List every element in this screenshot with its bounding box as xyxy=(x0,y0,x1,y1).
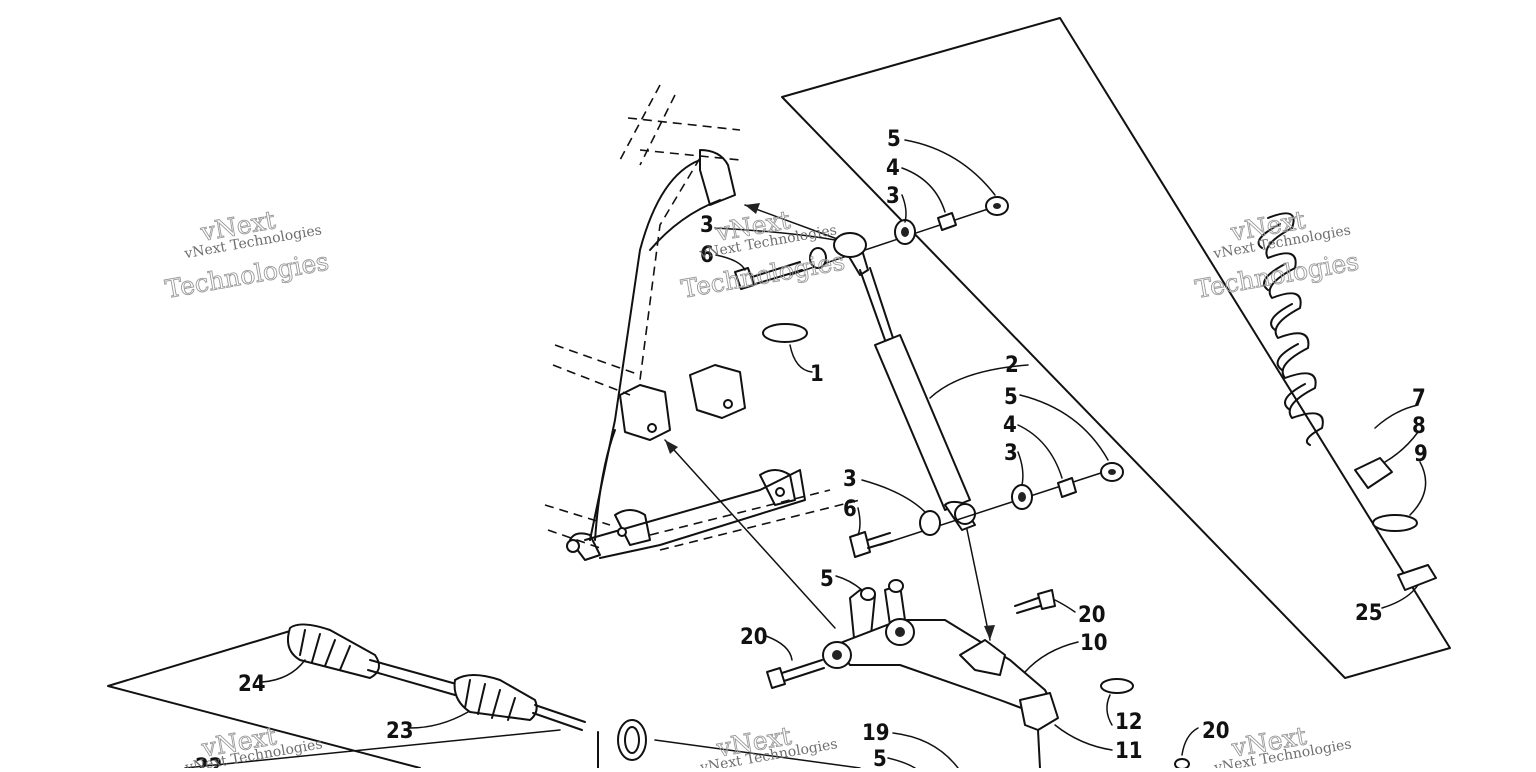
callout-20-bottom: 20 xyxy=(1202,719,1230,744)
lower-bolt-line xyxy=(879,469,1111,546)
watermark-bottom-center: vNext vNext Technologies xyxy=(698,721,839,772)
washer-1 xyxy=(762,323,808,343)
callout-5-upper: 5 xyxy=(887,127,901,152)
bolt-20-left-head xyxy=(766,667,786,689)
clip-12 xyxy=(1100,678,1134,694)
nut-5-right xyxy=(888,579,904,593)
callout-4-upper: 4 xyxy=(886,156,900,181)
watermark-bottom-right: vNext vNext Technologies xyxy=(1212,721,1353,772)
arrow-head-upper xyxy=(745,203,760,214)
upper-sleeve-4 xyxy=(937,212,957,231)
callout-19: 19 xyxy=(862,721,890,746)
arrow-to-a-arm xyxy=(964,519,991,641)
lower-washer-3 xyxy=(919,510,941,536)
callout-4-lower: 4 xyxy=(1003,413,1017,438)
callout-24: 24 xyxy=(238,672,266,697)
driveshaft-panel-frame xyxy=(107,627,421,769)
callout-3-lower-bushing: 3 xyxy=(1004,441,1018,466)
callout-20-left: 20 xyxy=(740,625,768,650)
watermark-top-right: vNext vNext Technologies Technologies xyxy=(1193,205,1362,305)
upper-washer-3 xyxy=(809,247,827,269)
upper-eye xyxy=(833,232,867,258)
callout-3-lower-washer: 3 xyxy=(843,467,857,492)
driveshaft-panel-inner xyxy=(184,729,561,769)
callout-20-right: 20 xyxy=(1078,603,1106,628)
callout-5-a-arm: 5 xyxy=(820,567,834,592)
callout-25: 25 xyxy=(1355,601,1383,626)
bolt-20-right-head xyxy=(1037,589,1056,610)
shock-absorber xyxy=(847,247,976,531)
arrow-head-lower xyxy=(665,440,678,454)
shaft-axis-line xyxy=(654,739,861,769)
arrow-to-upper-mount xyxy=(744,204,841,241)
arrow-head-aarm xyxy=(984,625,995,640)
lower-sleeve-4 xyxy=(1057,477,1077,498)
callout-1: 1 xyxy=(810,362,824,387)
callout-23: 23 xyxy=(386,719,414,744)
callout-3-upper-bushing: 3 xyxy=(886,184,900,209)
spring-panel-frame xyxy=(781,17,1451,679)
callout-leaders xyxy=(261,139,1427,769)
upper-bolt-shank xyxy=(751,261,803,286)
callout-5-bottom: 5 xyxy=(873,747,887,768)
callout-2: 2 xyxy=(1005,353,1019,378)
lower-bolt-head-6 xyxy=(849,531,871,558)
callout-12: 12 xyxy=(1115,710,1143,735)
spring-seat-9 xyxy=(1372,514,1418,532)
chassis-frame xyxy=(544,84,861,561)
drive-shaft xyxy=(287,623,586,731)
watermark-top-center: vNext vNext Technologies Technologies xyxy=(679,205,848,304)
lower-bolt-shank xyxy=(867,532,893,549)
spring-retainer-8 xyxy=(1354,457,1393,489)
spring-adjuster-25 xyxy=(1397,564,1437,591)
callout-6-upper: 6 xyxy=(700,243,714,268)
callout-9: 9 xyxy=(1414,442,1428,467)
nut-5-left xyxy=(860,587,876,601)
bolt-20-left-shank xyxy=(781,659,825,682)
callout-6-lower: 6 xyxy=(843,497,857,522)
callout-8: 8 xyxy=(1412,414,1426,439)
callout-7: 7 xyxy=(1412,386,1426,411)
callout-5-lower: 5 xyxy=(1004,385,1018,410)
bolt-20-right-shank xyxy=(1014,597,1041,614)
a-arm xyxy=(822,584,1059,769)
watermark-bottom-left: vNext vNext Technologies xyxy=(183,721,324,772)
arrow-to-lower-mount xyxy=(664,439,836,629)
callout-3-upper-washer: 3 xyxy=(700,213,714,238)
callout-10: 10 xyxy=(1080,631,1108,656)
callout-11: 11 xyxy=(1115,739,1143,764)
bolt-20-bottom xyxy=(1174,758,1190,770)
watermark-top-left: vNext vNext Technologies Technologies xyxy=(163,205,332,305)
coil-spring xyxy=(1257,212,1324,446)
